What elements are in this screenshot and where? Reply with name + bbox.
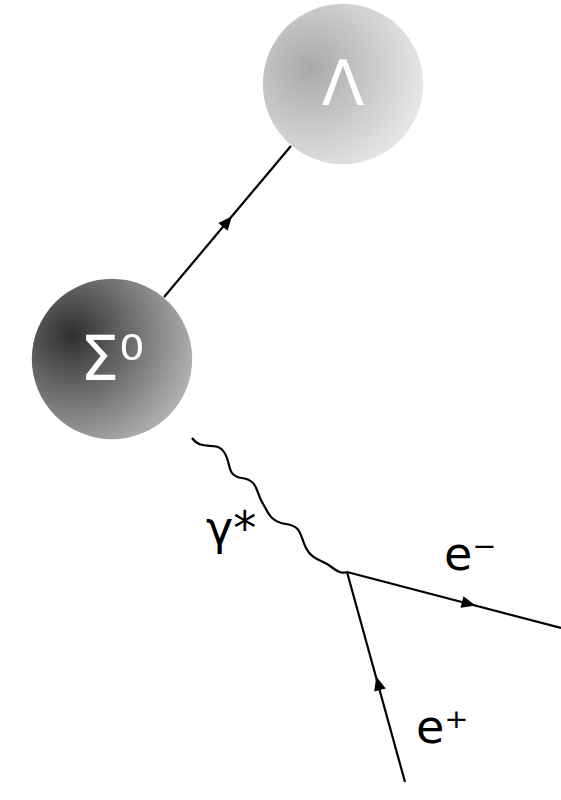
particle-circle: Λ [262, 3, 424, 165]
particle-symbol: Σ⁰ [80, 328, 144, 390]
particle-label: γ* [206, 505, 256, 551]
particle-symbol: Λ [322, 53, 364, 115]
particle-circle: Σ⁰ [31, 278, 193, 440]
positron-arrow [370, 675, 385, 692]
decay-arrow [164, 146, 291, 297]
electron-arrow [460, 596, 477, 611]
particle-label: e⁻ [444, 531, 497, 577]
particle-label: e⁺ [416, 704, 469, 750]
positron-line [347, 572, 405, 782]
electron-line [347, 572, 561, 628]
virtual-photon [192, 438, 347, 573]
